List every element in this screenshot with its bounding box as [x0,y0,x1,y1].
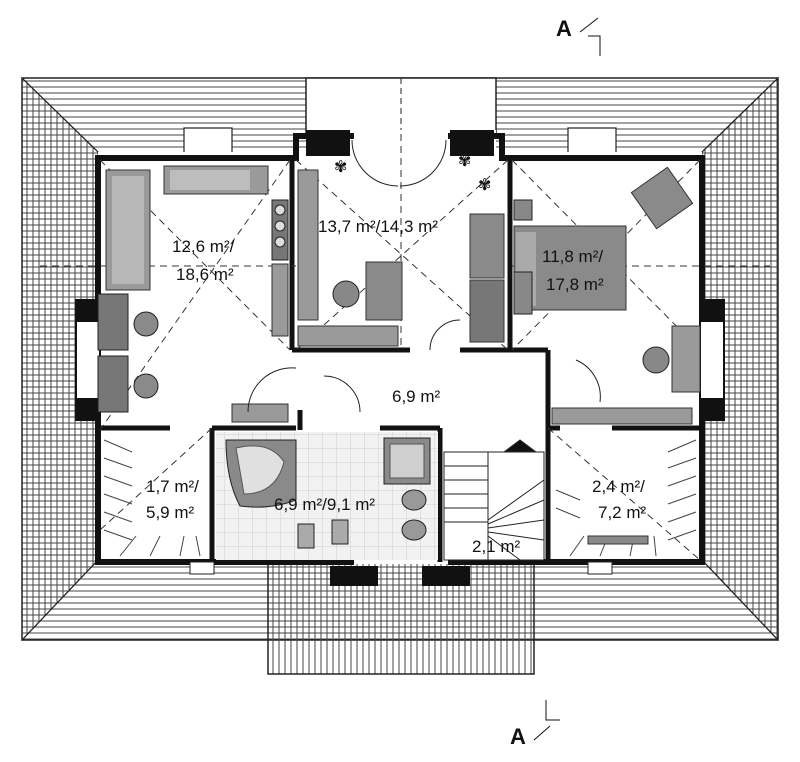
right-bedroom-furniture [513,166,701,425]
room-area-right-bedroom-1: 11,8 m²/ [542,247,603,266]
room-area-hallway: 6,9 m² [392,387,441,406]
interior-walls [100,160,700,562]
section-mark-bottom: A [510,700,560,749]
room-area-left-bedroom-2: 18,6 m² [176,265,234,284]
left-bedroom-furniture [97,165,289,413]
section-label-bottom: A [510,724,526,749]
room-area-left-storage-2: 5,9 m² [146,503,195,522]
wall-block [306,130,350,156]
staircase [443,439,545,561]
wall-block [76,300,100,322]
storage-shelf [587,535,649,545]
room-area-right-storage-1: 2,4 m²/ [592,477,645,496]
hallway-furniture [231,319,601,423]
entry-blocks [189,561,613,586]
room-labels: 12,6 m²/ 18,6 m² 13,7 m²/14,3 m² 11,8 m²… [146,217,647,556]
section-label-top: A [556,16,572,41]
room-area-left-storage-1: 1,7 m²/ [146,477,199,496]
wall-block [76,398,100,420]
wall-block [700,300,724,322]
room-area-stair: 2,1 m² [472,537,521,556]
room-area-bathroom: 6,9 m²/9,1 m² [274,495,375,514]
plant-icon: ✾ [478,177,491,194]
plant-icon: ✾ [458,153,471,170]
room-area-right-bedroom-2: 17,8 m² [546,275,604,294]
center-bedroom-furniture: ✾ ✾ ✾ [297,139,505,347]
section-mark-top: A [556,16,601,56]
room-area-left-bedroom-1: 12,6 m²/ [172,237,235,256]
room-area-right-storage-2: 7,2 m² [598,503,647,522]
plant-icon: ✾ [334,159,347,176]
bathroom [216,432,438,560]
wall-block [700,398,724,420]
wall-block [450,130,494,156]
room-area-center-bedroom: 13,7 m²/14,3 m² [318,217,438,236]
